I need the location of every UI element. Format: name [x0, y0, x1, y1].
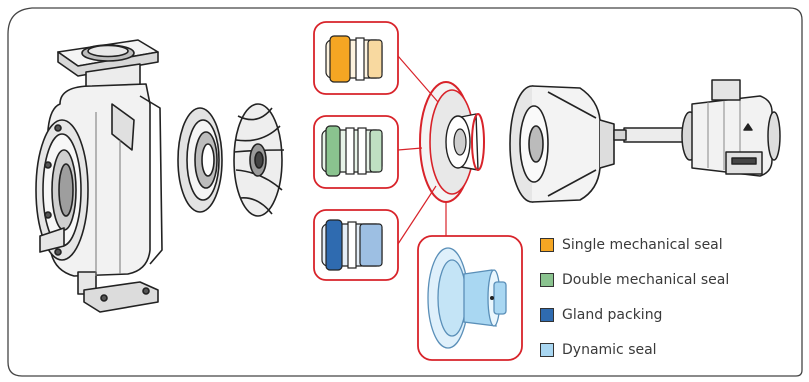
seal-connectors — [397, 55, 447, 245]
legend-label: Double mechanical seal — [562, 271, 730, 288]
legend-item: Gland packing — [540, 306, 800, 323]
seal-option-single[interactable] — [313, 21, 399, 95]
seal-cover — [419, 81, 485, 203]
legend-label: Gland packing — [562, 306, 663, 323]
seal-option-gland-packing[interactable] — [313, 209, 399, 281]
seal-option-dynamic[interactable] — [417, 235, 523, 361]
legend-label: Dynamic seal — [562, 341, 657, 358]
seal-option-double[interactable] — [313, 115, 399, 189]
wear-ring — [177, 107, 223, 213]
legend-swatch-single — [540, 237, 554, 252]
legend-item: Dynamic seal — [540, 341, 800, 358]
legend-label: Single mechanical seal — [562, 236, 723, 253]
legend-item: Double mechanical seal — [540, 271, 800, 288]
diagram-frame — [7, 7, 803, 377]
legend-swatch-gland — [540, 307, 554, 322]
legend-swatch-dynamic — [540, 342, 554, 357]
pump-casing — [35, 39, 163, 313]
motor-shaft-assembly — [613, 79, 781, 177]
bearing-bracket — [509, 85, 615, 203]
legend: Single mechanical seal Double mechanical… — [540, 236, 800, 376]
legend-item: Single mechanical seal — [540, 236, 800, 253]
impeller — [233, 103, 285, 217]
legend-swatch-double — [540, 272, 554, 287]
